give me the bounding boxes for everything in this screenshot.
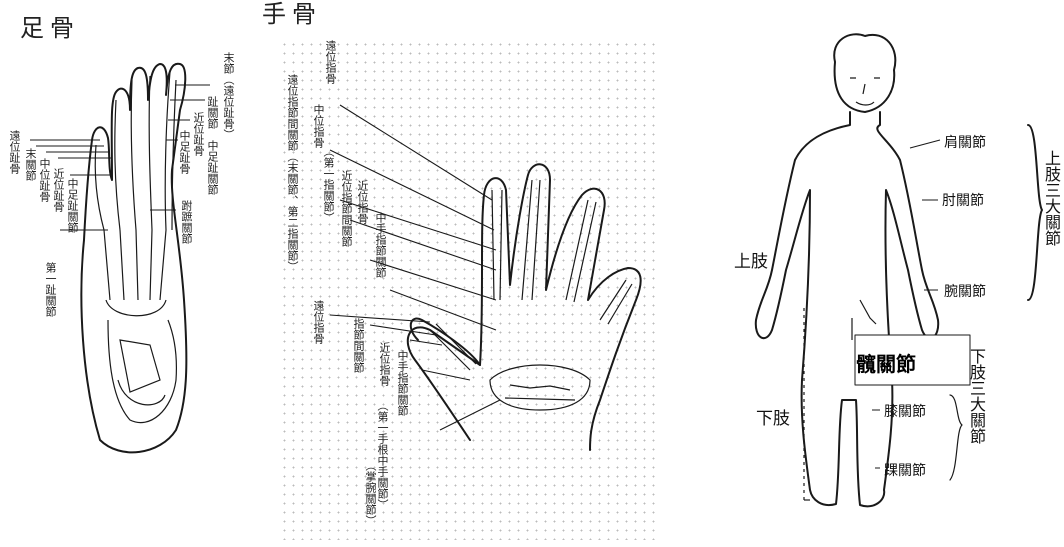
toe-4 <box>115 100 120 230</box>
face <box>850 78 880 105</box>
hand-leaders <box>330 105 500 430</box>
head <box>834 34 895 112</box>
hand-label-thumb-ip: 指節間關節 <box>352 318 364 373</box>
hand-label-wrist: （掌腕關節） <box>364 460 376 526</box>
toe-2 <box>149 76 152 230</box>
foot-outline <box>81 64 186 453</box>
label-upper-limb: 上肢 <box>734 247 768 272</box>
hand-label-distal-bone: 遠位指骨 <box>324 40 336 84</box>
foot-label-middle-phalanx: 中位趾骨 <box>38 158 50 202</box>
tarsal-bones <box>106 300 176 423</box>
body-outline <box>756 112 938 506</box>
foot-label-proximal-toe-bone: 近位趾骨 <box>192 112 204 156</box>
label-shoulder-joint: 肩關節 <box>944 132 986 152</box>
upper-bracket <box>1028 125 1042 300</box>
foot-label-proximal-phalanx: 近位趾骨 <box>52 168 64 212</box>
toe-3 <box>131 80 136 230</box>
hand-label-cmc: （第一手根中手關節） <box>376 400 388 510</box>
label-elbow-joint: 肘關節 <box>942 190 984 210</box>
label-upper-three-joints: 上肢三大關節 <box>1043 150 1060 246</box>
foot-label-first-toe-joint: 第一趾關節 <box>44 262 56 317</box>
hand-label-mcp-joint: 中手指節關節 <box>374 212 386 278</box>
label-ankle-joint: 踝關節 <box>884 460 926 480</box>
hand-label-thumb-mcp: 中手指節關節 <box>396 350 408 416</box>
body-joints-panel: 上肢 下肢 肩關節 肘關節 腕關節 髖關節 膝關節 踝關節 上肢三大關節 下肢三… <box>710 0 1064 547</box>
hand-label-pip-joint: 近位指節間關節 <box>340 170 352 247</box>
finger-bones <box>430 180 632 370</box>
foot-label-metatarsal-joint: 中足趾關節 <box>66 178 78 233</box>
hand-label-middle-bone: 中位指骨 <box>312 104 324 148</box>
hip-lines <box>852 300 876 340</box>
foot-label-toe-joint: 趾關節 <box>206 96 218 129</box>
foot-bones-panel: 足骨 遠位趾骨 末關節 中位趾骨 近位趾骨 中足趾關節 第一趾關節 末節（遠位趾… <box>0 0 270 547</box>
hand-label-dip-joint: 遠位指節間關節（末關節、第二指關節） <box>286 74 298 272</box>
label-knee-joint: 膝關節 <box>884 401 926 421</box>
foot-label-distal-joint: 末關節 <box>24 148 36 181</box>
foot-label-metatarsal-toe-joint: 中足趾關節 <box>206 140 218 195</box>
lower-bracket <box>950 395 962 480</box>
label-wrist-joint: 腕關節 <box>944 281 986 301</box>
metatarsals <box>104 230 166 300</box>
hand-bones-panel: 手骨 遠位指骨 遠位指節間關節（末關節、第二指關節） 中位指骨 （第一指關節） … <box>270 0 710 547</box>
label-lower-limb: 下肢 <box>756 404 790 429</box>
foot-label-distal-phalanx: 遠位趾骨 <box>8 130 20 174</box>
label-lower-three-joints: 下肢三大關節 <box>968 348 985 444</box>
hand-outline <box>408 164 641 450</box>
hand-label-proximal-bone: 近位指骨 <box>356 180 368 224</box>
foot-label-tarsometatarsal: 跗蹠關節 <box>180 200 192 244</box>
hand-label-thumb-proximal: 近位指骨 <box>378 342 390 386</box>
foot-label-metatarsus: 中足趾骨 <box>178 130 190 174</box>
label-hip-joint: 髖關節 <box>856 348 916 377</box>
hand-label-thumb-distal: 遠位指骨 <box>312 300 324 344</box>
carpal-bones <box>490 365 590 410</box>
foot-label-end-joint: 末節（遠位趾骨） <box>222 52 234 140</box>
hand-label-first-joint: （第一指關節） <box>322 146 334 223</box>
